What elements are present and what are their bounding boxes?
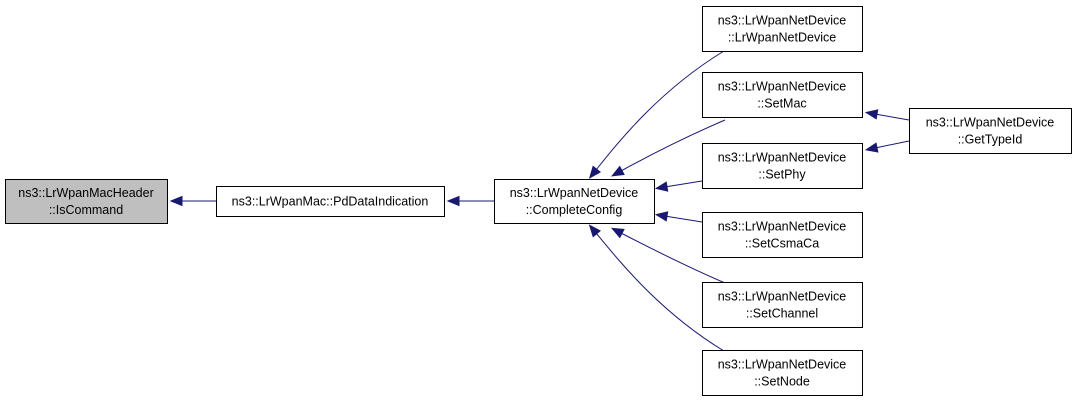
edge-arrowhead xyxy=(588,224,601,238)
node-label-method: ::SetPhy xyxy=(758,168,806,182)
edge-arrowhead xyxy=(611,165,625,177)
edge-line xyxy=(620,119,726,172)
edge-n_complete-to-n_pddata xyxy=(446,195,494,207)
edge-n_gettypeid-to-n_setmac xyxy=(864,109,910,121)
node-gettypeid[interactable]: ns3::LrWpanNetDevice::GetTypeId xyxy=(909,108,1072,154)
edge-line xyxy=(876,140,910,149)
node-label-namespace: ns3::LrWpanNetDevice xyxy=(718,151,847,165)
node-box xyxy=(702,72,863,118)
node-label-method: ::SetChannel xyxy=(746,307,818,321)
node-box xyxy=(216,186,445,217)
node-label-method: ::GetTypeId xyxy=(958,133,1023,147)
edge-arrowhead xyxy=(446,195,460,207)
edge-n_setmac-to-n_complete xyxy=(611,119,726,177)
nodes-layer: ns3::LrWpanMacHeader::IsCommandns3::LrWp… xyxy=(5,6,1072,396)
edge-arrowhead xyxy=(864,142,879,153)
node-label-namespace: ns3::LrWpanMac::PdDataIndication xyxy=(232,195,429,209)
node-box xyxy=(5,179,168,224)
node-box xyxy=(494,179,655,224)
node-iscommand[interactable]: ns3::LrWpanMacHeader::IsCommand xyxy=(5,179,168,224)
edge-line xyxy=(595,50,725,171)
edge-n_setcsma-to-n_complete xyxy=(654,211,703,223)
edge-arrowhead xyxy=(654,211,669,222)
node-label-namespace: ns3::LrWpanNetDevice xyxy=(718,14,847,28)
node-label-namespace: ns3::LrWpanMacHeader xyxy=(18,186,153,200)
node-label-method: ::LrWpanNetDevice xyxy=(728,31,836,45)
node-box xyxy=(702,350,863,396)
edge-n_setphy-to-n_complete xyxy=(654,180,703,192)
edge-arrowhead xyxy=(169,195,183,207)
node-box xyxy=(702,6,863,52)
edge-n_gettypeid-to-n_setphy xyxy=(864,140,910,153)
node-label-method: ::IsCommand xyxy=(49,203,123,217)
node-label-namespace: ns3::LrWpanNetDevice xyxy=(926,116,1055,130)
edge-line xyxy=(876,113,910,121)
node-setmac[interactable]: ns3::LrWpanNetDevice::SetMac xyxy=(702,72,863,118)
node-box xyxy=(702,143,863,189)
node-box xyxy=(702,212,863,258)
edge-arrowhead xyxy=(654,181,669,192)
edge-arrowhead xyxy=(610,227,625,239)
edge-line xyxy=(666,180,703,188)
node-label-method: ::CompleteConfig xyxy=(526,203,623,217)
node-label-method: ::SetCsmaCa xyxy=(745,237,819,251)
node-setcsma[interactable]: ns3::LrWpanNetDevice::SetCsmaCa xyxy=(702,212,863,258)
edge-arrowhead xyxy=(864,109,879,120)
edge-arrowhead xyxy=(588,165,602,179)
node-setchannel[interactable]: ns3::LrWpanNetDevice::SetChannel xyxy=(702,282,863,328)
node-box xyxy=(702,282,863,328)
node-setnode[interactable]: ns3::LrWpanNetDevice::SetNode xyxy=(702,350,863,396)
node-box xyxy=(909,108,1072,154)
node-label-namespace: ns3::LrWpanNetDevice xyxy=(718,358,847,372)
node-label-namespace: ns3::LrWpanNetDevice xyxy=(718,220,847,234)
edge-n_pddata-to-n_iscommand xyxy=(169,195,216,207)
node-pddata[interactable]: ns3::LrWpanMac::PdDataIndication xyxy=(216,186,445,217)
node-label-namespace: ns3::LrWpanNetDevice xyxy=(718,290,847,304)
edge-line xyxy=(620,232,726,284)
node-setphy[interactable]: ns3::LrWpanNetDevice::SetPhy xyxy=(702,143,863,189)
edge-line xyxy=(595,232,725,352)
node-label-method: ::SetNode xyxy=(754,375,810,389)
node-label-method: ::SetMac xyxy=(757,97,806,111)
edge-line xyxy=(666,215,703,223)
node-label-namespace: ns3::LrWpanNetDevice xyxy=(510,186,639,200)
node-ctor[interactable]: ns3::LrWpanNetDevice::LrWpanNetDevice xyxy=(702,6,863,52)
edge-n_ctor-to-n_complete xyxy=(588,50,725,179)
node-label-namespace: ns3::LrWpanNetDevice xyxy=(718,80,847,94)
edge-n_setchannel-to-n_complete xyxy=(610,227,726,284)
edge-n_setnode-to-n_complete xyxy=(588,224,725,352)
node-complete[interactable]: ns3::LrWpanNetDevice::CompleteConfig xyxy=(494,179,655,224)
edges-layer xyxy=(169,50,910,352)
